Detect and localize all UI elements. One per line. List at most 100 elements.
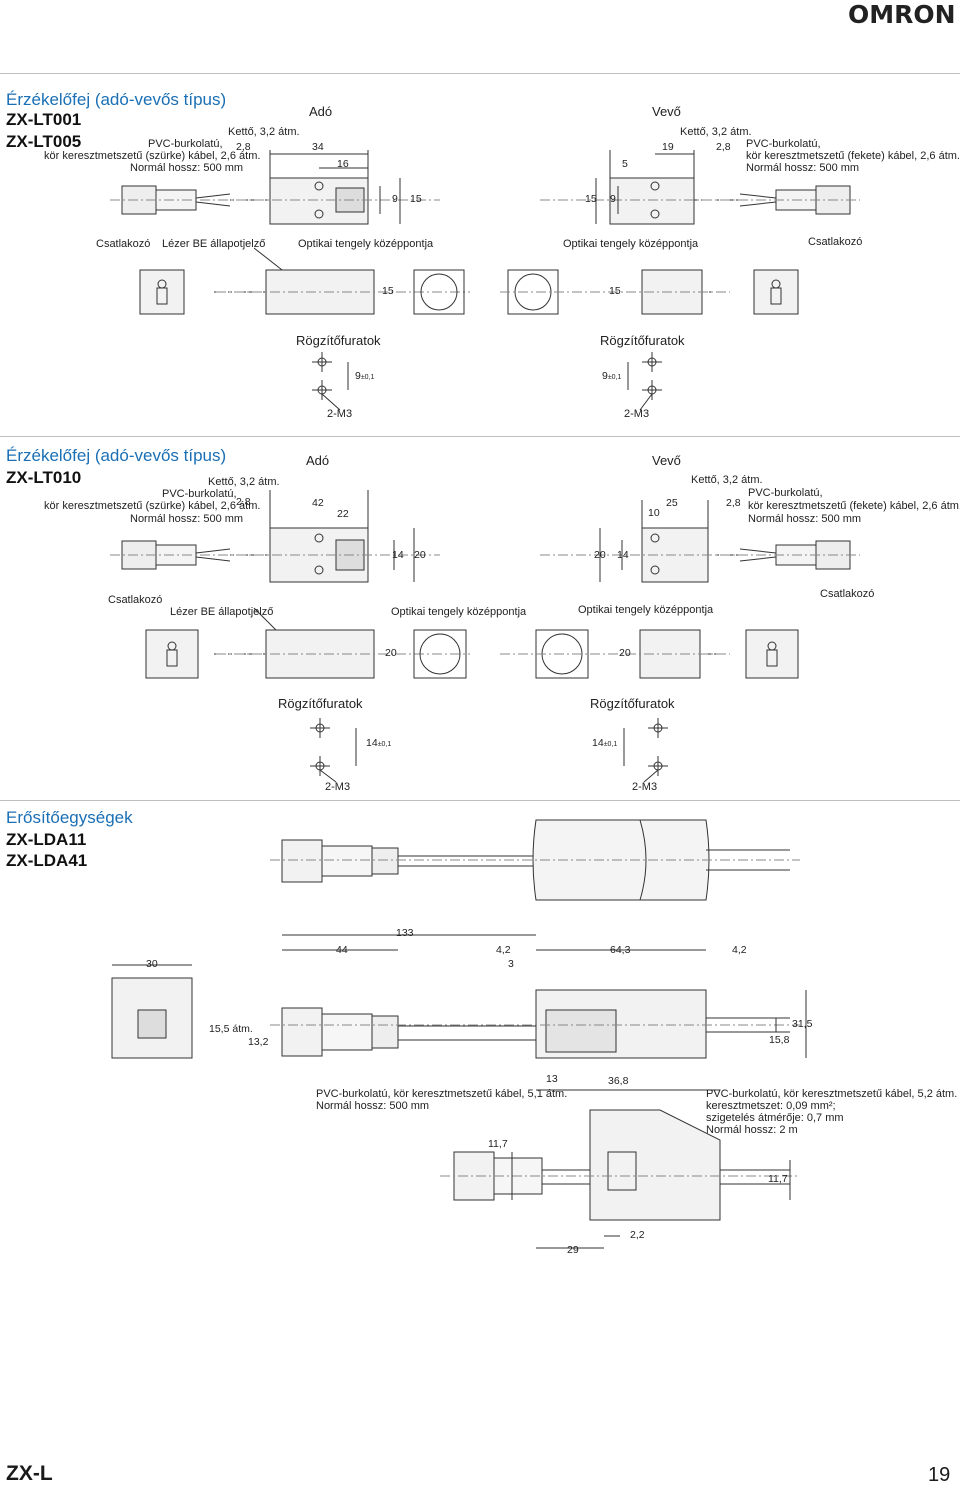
- section2-title: Érzékelőfej (adó-vevős típus): [6, 446, 227, 465]
- s1-rogzito-left: Rögzítőfuratok: [296, 333, 381, 348]
- s2-dim-20-left: 20: [414, 549, 426, 561]
- s1-vevo-label: Vevő: [652, 104, 681, 119]
- s2-dim-14-right: 14: [617, 549, 629, 561]
- s1-dim-5: 5: [622, 158, 628, 170]
- s3-pvc-a-2: Normál hossz: 500 mm: [316, 1100, 430, 1112]
- s1-dim-15-front-left: 15: [382, 285, 394, 297]
- s1-ketto-right: Kettő, 3,2 átm.: [680, 126, 752, 138]
- s1-left-cable-view: [110, 150, 440, 225]
- s2-ado-label: Adó: [306, 453, 330, 468]
- s2-dim-20-right: 20: [594, 549, 606, 561]
- s3-side-view: [111, 934, 807, 1059]
- s2-rogzito-left: Rögzítőfuratok: [278, 696, 363, 711]
- s1-pvc-right-3: Normál hossz: 500 mm: [746, 162, 860, 174]
- s1-tol-left: 9±0,1: [355, 370, 375, 382]
- s3-dim-64-3: 64,3: [610, 944, 631, 956]
- s3-dim-3: 3: [508, 958, 514, 970]
- s1-dim-9-left: 9: [392, 193, 398, 205]
- s1-tol-right: 9±0,1: [602, 370, 622, 382]
- s1-dim-15-right: 15: [585, 193, 597, 205]
- s2-dim-25: 25: [666, 497, 678, 509]
- s1-csatlakozo-right: Csatlakozó: [808, 236, 863, 248]
- s2-pvc-left-2: kör keresztmetszetű (szürke) kábel, 2,6 …: [44, 500, 261, 512]
- s2-m3-right: 2-M3: [632, 781, 658, 793]
- s2-vevo-label: Vevő: [652, 453, 681, 468]
- section1-model-a: ZX-LT001: [6, 110, 82, 129]
- s3-dim-4-2-right: 4,2: [732, 944, 747, 956]
- section3-title: Erősítőegységek: [6, 808, 133, 827]
- s2-rogzito-right: Rögzítőfuratok: [590, 696, 675, 711]
- s3-pvc-b-3: szigetelés átmérője: 0,7 mm: [706, 1112, 844, 1124]
- section2-model: ZX-LT010: [6, 468, 82, 487]
- s2-dim-14-left: 14: [392, 549, 404, 561]
- s3-pvc-b-4: Normál hossz: 2 m: [706, 1124, 798, 1136]
- s1-dim-15-front-right: 15: [609, 285, 621, 297]
- s2-dim-22: 22: [337, 508, 349, 520]
- s2-ketto-left: Kettő, 3,2 átm.: [208, 476, 280, 488]
- section3-model-a: ZX-LDA11: [6, 830, 87, 849]
- s3-pvc-a-1: PVC-burkolatú, kör keresztmetszetű kábel…: [316, 1088, 568, 1100]
- s1-dim-2-8-right: 2,8: [716, 141, 731, 153]
- s2-tol-left: 14±0,1: [366, 737, 392, 749]
- s2-pvc-left-1: PVC-burkolatú,: [162, 488, 237, 500]
- s3-dim-4-2-left: 4,2: [496, 944, 511, 956]
- s2-dim-2-8-right: 2,8: [726, 497, 741, 509]
- section1-model-b: ZX-LT005: [6, 132, 82, 151]
- s2-pvc-right-2: kör keresztmetszetű (fekete) kábel, 2,6 …: [748, 500, 960, 512]
- s3-dim-2-2: 2,2: [630, 1229, 645, 1241]
- s2-csatlakozo-left: Csatlakozó: [108, 594, 163, 606]
- s1-pvc-left-1: PVC-burkolatú,: [148, 138, 223, 150]
- s3-dim-29: 29: [567, 1244, 579, 1256]
- s3-dim-13: 13: [546, 1073, 558, 1085]
- s3-dim-30: 30: [146, 958, 158, 970]
- s1-pvc-right-1: PVC-burkolatú,: [746, 138, 821, 150]
- s1-dim-2-8-left: 2,8: [236, 141, 251, 153]
- s2-csatlakozo-right: Csatlakozó: [820, 588, 875, 600]
- section3-model-b: ZX-LDA41: [6, 851, 88, 870]
- s1-m3-right: 2-M3: [624, 408, 650, 420]
- s1-ado-label: Adó: [309, 104, 333, 119]
- s2-dim-20-front-right: 20: [619, 647, 631, 659]
- s1-right-cable-view: [540, 150, 860, 225]
- s1-pvc-right-2: kör keresztmetszetű (fekete) kábel, 2,6 …: [746, 150, 960, 162]
- s1-csatlakozo-left: Csatlakozó: [96, 238, 151, 250]
- s3-dim-31-5: 31,5: [792, 1018, 813, 1030]
- s3-dim-11-7-left: 11,7: [488, 1138, 508, 1150]
- s1-rogzito-right: Rögzítőfuratok: [600, 333, 685, 348]
- s1-front-views: [139, 247, 799, 315]
- s3-dim-11-7-right: 11,7: [768, 1173, 788, 1185]
- s1-optikai-left: Optikai tengely középpontja: [298, 238, 434, 250]
- s1-pvc-left-3: Normál hossz: 500 mm: [130, 162, 244, 174]
- s2-m3-left: 2-M3: [325, 781, 351, 793]
- s1-dim-19: 19: [662, 141, 674, 153]
- s2-optikai-left: Optikai tengely középpontja: [391, 606, 527, 618]
- s2-dim-20-front-left: 20: [385, 647, 397, 659]
- section1-title: Érzékelőfej (adó-vevős típus): [6, 90, 227, 109]
- header-rule: [0, 73, 960, 74]
- s3-pvc-b-2: keresztmetszet: 0,09 mm²;: [706, 1100, 836, 1112]
- s1-mounting-holes: [312, 352, 662, 411]
- omron-logo: OMRON: [848, 0, 956, 29]
- s3-dim-13-2: 13,2: [248, 1036, 269, 1048]
- s1-dim-34: 34: [312, 141, 324, 153]
- s2-pvc-left-3: Normál hossz: 500 mm: [130, 513, 244, 525]
- section-divider-1: [0, 436, 960, 437]
- s3-dim-15-8: 15,8: [769, 1034, 790, 1046]
- s1-dim-9-right: 9: [610, 193, 616, 205]
- s2-side-views: [110, 490, 860, 583]
- s3-top-view: [270, 819, 800, 901]
- s3-dim-15-5: 15,5 átm.: [209, 1023, 253, 1035]
- s2-front-views: [145, 607, 799, 679]
- footer-product: ZX-L: [6, 1462, 53, 1485]
- s2-mounting-holes: [310, 718, 668, 783]
- s1-ketto-left: Kettő, 3,2 átm.: [228, 126, 300, 138]
- s1-optikai-right: Optikai tengely középpontja: [563, 238, 699, 250]
- s3-bottom-view: [440, 1089, 800, 1249]
- s1-m3-left: 2-M3: [327, 408, 353, 420]
- s2-pvc-right-3: Normál hossz: 500 mm: [748, 513, 862, 525]
- s2-ketto-right: Kettő, 3,2 átm.: [691, 474, 763, 486]
- s1-lezer-label: Lézer BE állapotjelző: [162, 238, 266, 250]
- s1-dim-16: 16: [337, 158, 349, 170]
- s2-tol-right: 14±0,1: [592, 737, 618, 749]
